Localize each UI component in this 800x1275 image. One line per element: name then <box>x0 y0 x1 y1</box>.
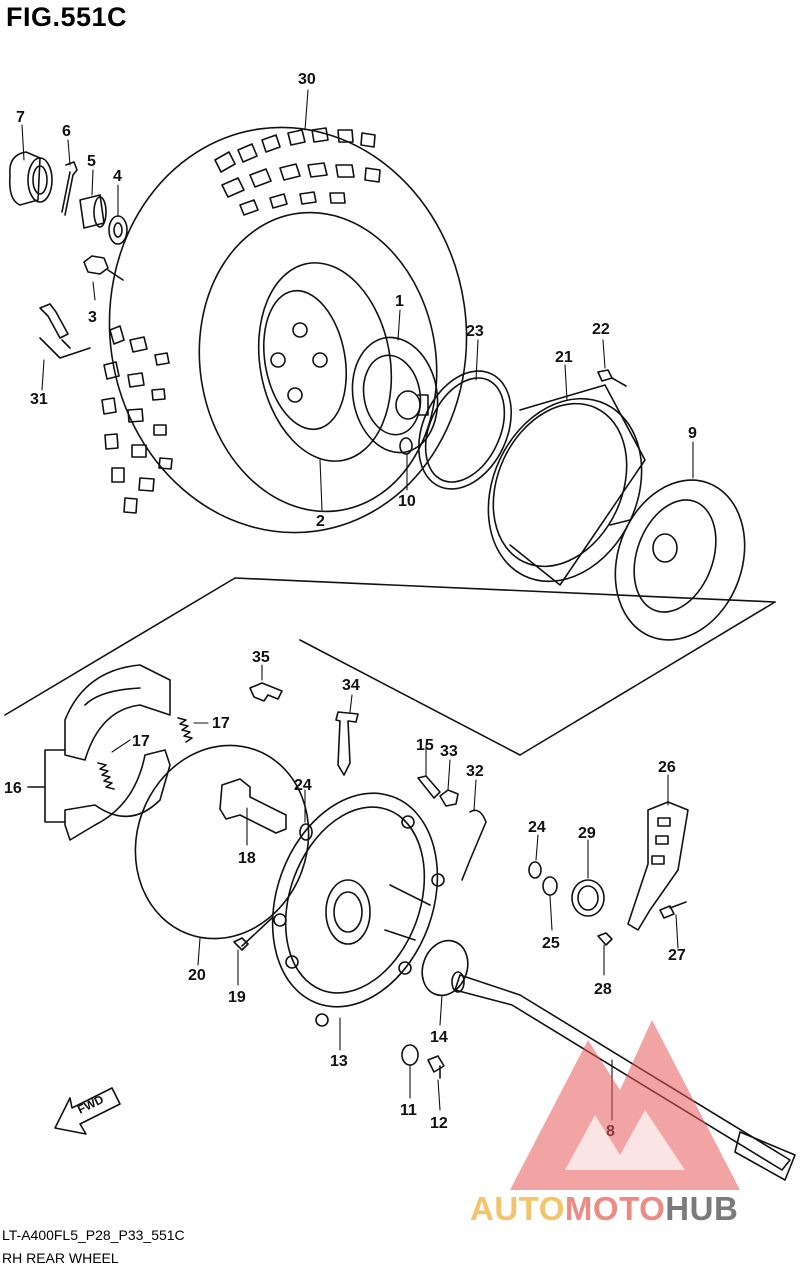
callout-11: 11 <box>400 1102 417 1119</box>
callout-3: 3 <box>88 309 97 326</box>
bolt-22 <box>597 369 627 387</box>
brake-arm-26 <box>627 801 689 931</box>
bolt-12 <box>427 1055 445 1079</box>
pin-34 <box>335 711 359 776</box>
callouts: 30 7 6 5 4 3 31 1 23 22 21 9 10 2 35 34 … <box>4 71 697 1140</box>
assembly-box-edge <box>519 601 776 756</box>
washer-11 <box>401 1044 419 1066</box>
callout-19: 19 <box>228 989 246 1006</box>
callout-27: 27 <box>668 947 686 964</box>
callout-24-left: 24 <box>294 777 312 794</box>
footer-name: RH REAR WHEEL <box>2 1250 119 1266</box>
callout-32: 32 <box>466 763 484 780</box>
callout-23: 23 <box>466 323 484 340</box>
spring-17-upper <box>177 717 193 743</box>
callout-5: 5 <box>87 153 96 170</box>
callout-18: 18 <box>238 850 256 867</box>
callout-25: 25 <box>542 935 560 952</box>
callout-8: 8 <box>606 1123 615 1140</box>
callout-14: 14 <box>430 1029 448 1046</box>
o-ring-24-left <box>299 823 313 841</box>
callout-34: 34 <box>342 677 360 694</box>
callout-33: 33 <box>440 743 458 760</box>
callout-1: 1 <box>395 293 404 310</box>
seal-14 <box>421 939 469 997</box>
callout-9: 9 <box>688 425 697 442</box>
clip-35 <box>249 682 283 702</box>
brake-shoe-upper <box>64 664 171 761</box>
callout-21: 21 <box>555 349 573 366</box>
callout-35: 35 <box>252 649 270 666</box>
o-ring-10 <box>399 437 413 455</box>
brake-panel-13 <box>271 792 445 1027</box>
callout-6: 6 <box>62 123 71 140</box>
callout-2: 2 <box>316 513 325 530</box>
return-spring-29 <box>571 879 605 917</box>
callout-31: 31 <box>30 391 48 408</box>
axle-shaft-8 <box>451 971 796 1181</box>
o-ring-20 <box>134 744 310 940</box>
callout-29: 29 <box>578 825 596 842</box>
callout-20: 20 <box>188 967 206 984</box>
tire <box>101 126 468 534</box>
hose-32 <box>461 809 487 881</box>
wheel-hub <box>351 336 439 454</box>
callout-17-lower: 17 <box>132 733 150 750</box>
callout-30: 30 <box>298 71 316 88</box>
leader-lines <box>21 89 694 1121</box>
brake-shoe-lower <box>64 749 171 841</box>
assembly-box-edge <box>299 639 521 756</box>
figure-title: FIG.551C <box>6 2 128 32</box>
brake-drum-cover-21 <box>487 384 646 586</box>
nut-33 <box>439 789 459 807</box>
assembly-box-outline <box>4 577 776 716</box>
fwd-arrow: FWD <box>54 1087 121 1135</box>
callout-12: 12 <box>430 1115 448 1132</box>
spring-17-lower <box>97 762 115 790</box>
brake-drum-9 <box>609 479 746 641</box>
callout-26: 26 <box>658 759 676 776</box>
bolt-27 <box>659 901 687 919</box>
bolt-19 <box>233 917 273 951</box>
callout-22: 22 <box>592 321 610 338</box>
callout-16: 16 <box>4 780 22 797</box>
callout-28: 28 <box>594 981 612 998</box>
callout-13: 13 <box>330 1053 348 1070</box>
callout-7: 7 <box>16 109 25 126</box>
nut-28 <box>597 932 613 946</box>
footer-code: LT-A400FL5_P28_P33_551C <box>2 1227 185 1243</box>
bracket-16 <box>27 749 66 823</box>
nut-3 <box>83 255 124 281</box>
cotter-pin-6 <box>61 161 78 216</box>
o-ring-24-right <box>528 861 542 879</box>
o-ring-23 <box>417 370 513 490</box>
valve-31 <box>39 303 91 359</box>
washer-25 <box>542 876 558 896</box>
hub-cap-7 <box>8 151 53 206</box>
bolt-15 <box>417 775 441 799</box>
callout-17-upper: 17 <box>212 715 230 732</box>
callout-4: 4 <box>113 168 122 185</box>
callout-24-right: 24 <box>528 819 546 836</box>
washer-4 <box>108 215 128 245</box>
callout-15: 15 <box>416 737 434 754</box>
brake-cam-18 <box>219 778 287 834</box>
castle-nut-5 <box>79 194 107 229</box>
callout-10: 10 <box>398 493 416 510</box>
